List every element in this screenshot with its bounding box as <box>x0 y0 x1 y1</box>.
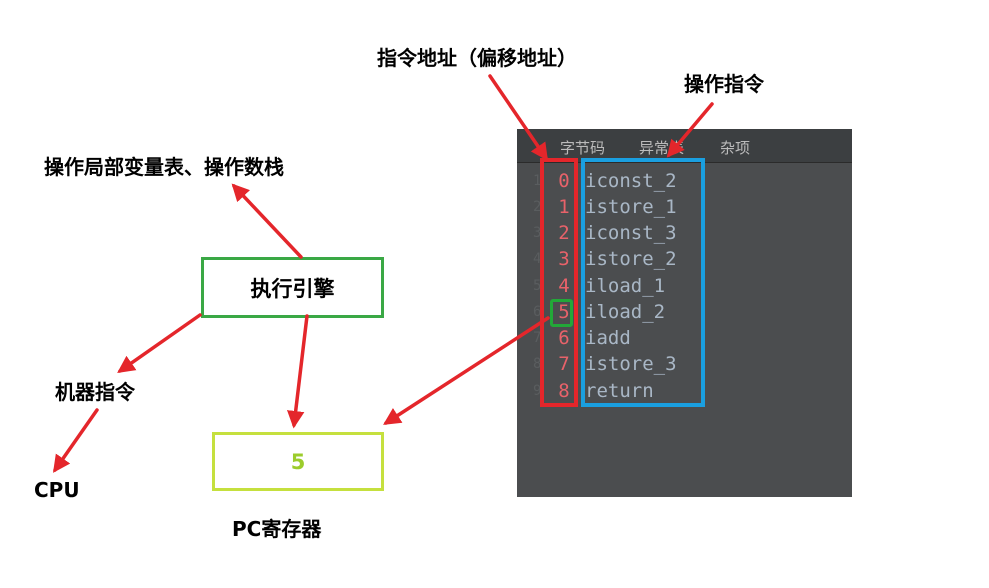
instruction-offset: 1 <box>558 196 570 218</box>
arrow-engine-to-locals-stack <box>231 183 303 259</box>
line-number: 4 <box>533 251 542 267</box>
instruction-text: iadd <box>585 327 631 349</box>
instruction-offset: 6 <box>558 327 570 349</box>
locals-stack-label: 操作局部变量表、操作数栈 <box>44 155 284 179</box>
execution-engine-box: 执行引擎 <box>201 257 384 318</box>
pc-register-box: 5 <box>212 432 384 491</box>
instruction-text: istore_2 <box>585 248 677 270</box>
code-line-current: 6 5 iload_2 <box>517 299 852 325</box>
instruction-offset: 0 <box>558 170 570 192</box>
arrow-current-offset-to-pc-register <box>383 316 550 425</box>
code-line: 9 8 return <box>517 378 852 404</box>
line-number: 7 <box>533 330 542 346</box>
current-offset-frame <box>550 299 573 327</box>
line-number: 1 <box>533 173 542 189</box>
arrow-engine-to-machine-instruction <box>117 313 202 374</box>
instruction-text: iload_2 <box>585 301 666 323</box>
code-line: 1 0 iconst_2 <box>517 168 852 194</box>
line-number: 5 <box>533 278 542 294</box>
code-line: 3 2 iconst_3 <box>517 220 852 246</box>
instruction-text: iload_1 <box>585 275 666 297</box>
line-number: 2 <box>533 199 542 215</box>
arrow-machine-instruction-to-cpu <box>52 408 99 473</box>
pc-register-value: 5 <box>290 449 306 474</box>
cpu-label: CPU <box>34 478 80 502</box>
instruction-offset: 3 <box>558 248 570 270</box>
current-instruction-offset: 5 <box>558 301 570 323</box>
pc-register-label: PC寄存器 <box>232 517 322 541</box>
code-line: 5 4 iload_1 <box>517 273 852 299</box>
line-number: 6 <box>533 304 542 320</box>
instruction-offset: 8 <box>558 380 570 402</box>
code-line: 2 1 istore_1 <box>517 194 852 220</box>
line-number: 3 <box>533 225 542 241</box>
instruction-text: istore_1 <box>585 196 677 218</box>
code-line: 4 3 istore_2 <box>517 246 852 272</box>
code-line: 8 7 istore_3 <box>517 351 852 377</box>
instructions-label: 操作指令 <box>684 72 764 96</box>
arrow-engine-to-pc-register <box>286 314 309 429</box>
instruction-text: iconst_2 <box>585 170 677 192</box>
code-line: 7 6 iadd <box>517 325 852 351</box>
instruction-offset: 2 <box>558 222 570 244</box>
instruction-text: return <box>585 380 654 402</box>
arrow-instructions-label-to-column <box>666 102 714 158</box>
line-number: 8 <box>533 356 542 372</box>
instruction-column-frame <box>581 158 705 407</box>
machine-instruction-label: 机器指令 <box>55 380 135 404</box>
instruction-text: istore_3 <box>585 353 677 375</box>
instruction-offset: 7 <box>558 353 570 375</box>
tab-misc[interactable]: 杂项 <box>720 139 751 157</box>
tab-bytecode[interactable]: 字节码 <box>560 139 606 157</box>
instruction-text: iconst_3 <box>585 222 677 244</box>
arrow-address-to-offsets <box>488 74 548 161</box>
offset-column-frame <box>540 158 578 407</box>
address-label: 指令地址（偏移地址） <box>377 46 577 70</box>
instruction-offset: 4 <box>558 275 570 297</box>
line-number: 9 <box>533 383 542 399</box>
execution-engine-label: 执行引擎 <box>250 276 335 301</box>
